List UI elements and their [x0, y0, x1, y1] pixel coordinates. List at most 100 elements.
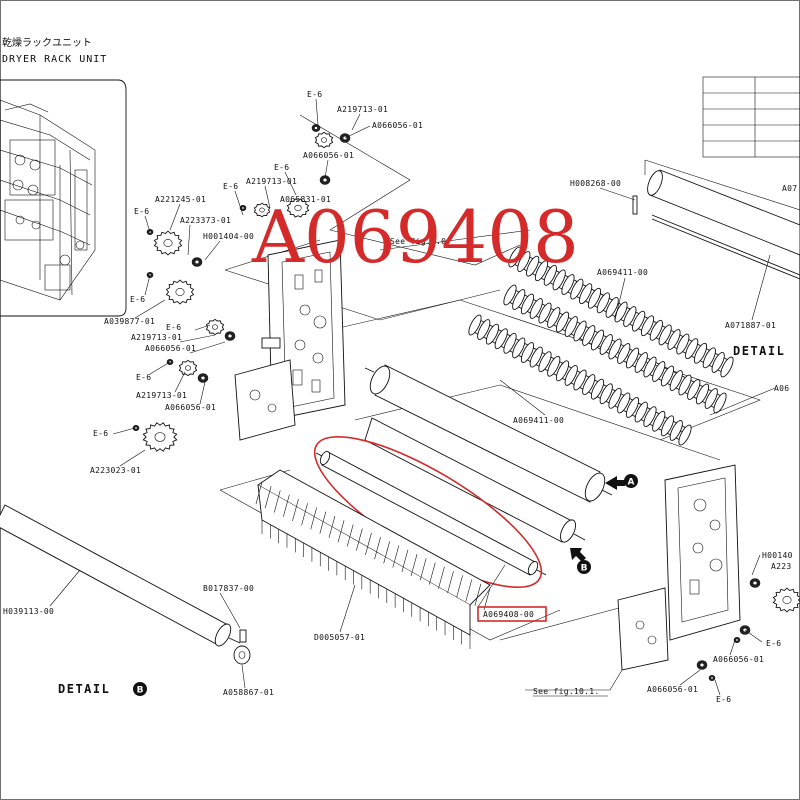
roller-disc [658, 324, 672, 346]
collar [233, 645, 251, 665]
highlighted-roller [315, 451, 547, 576]
right-side-plate [617, 464, 741, 671]
roller-disc [538, 302, 552, 324]
part-label: E-6 [716, 695, 731, 704]
left-side-plate [234, 239, 346, 441]
part-label: E-6 [766, 639, 781, 648]
roller-disc [543, 264, 557, 286]
roller-disc [590, 329, 605, 351]
part-labels: E-6 A219713-01 A066056-01 A066056-01 E-6… [3, 90, 797, 704]
detail-a-heading: DETAIL [733, 344, 784, 358]
spiked-roller-1 [508, 246, 734, 378]
part-label: A065831-01 [280, 195, 331, 204]
assembly-guide-lines [219, 114, 800, 691]
part-label: E-6 [166, 323, 181, 332]
roller-disc [555, 360, 570, 382]
gear [286, 198, 310, 218]
gear [153, 230, 183, 256]
roller-disc [678, 424, 692, 446]
gear-cluster-right [696, 578, 800, 681]
roller-disc [512, 289, 526, 310]
roller-disc [678, 374, 692, 396]
part-label: A06 [774, 384, 789, 393]
part-label: A066056-01 [303, 151, 354, 160]
roller-disc [623, 306, 637, 328]
roller-disc [587, 287, 602, 309]
roller-disc [634, 352, 648, 373]
roller-disc [579, 283, 593, 305]
roller-disc [582, 374, 596, 396]
roller-disc [640, 315, 655, 337]
gear [142, 422, 178, 452]
roller-disc [570, 278, 584, 300]
set-screw [239, 629, 247, 643]
part-label: A066056-01 [145, 344, 196, 353]
roller-disc [517, 251, 531, 273]
roller-disc [503, 284, 517, 306]
part-label: D005057-01 [314, 633, 365, 642]
roller-disc [617, 343, 631, 364]
roller-disc [582, 325, 596, 346]
gear [772, 587, 800, 613]
roller-disc [529, 298, 543, 319]
part-label: E-6 [130, 295, 145, 304]
roller-disc [652, 410, 666, 432]
roller-disc [573, 320, 587, 342]
roller-disc [667, 329, 681, 350]
part-label: A071887-01 [725, 321, 776, 330]
part-label: H001404-00 [203, 232, 254, 241]
marker-a: A [605, 474, 638, 490]
part-label: A223373-01 [180, 216, 231, 225]
roller-disc [596, 292, 610, 314]
gear [253, 202, 271, 218]
roller-disc [634, 401, 648, 423]
comb-guide [255, 469, 491, 649]
roller-disc [547, 355, 561, 377]
roller-disc [643, 406, 657, 428]
roller-disc [520, 342, 535, 363]
roller-disc [477, 319, 491, 341]
roller-disc [494, 328, 508, 350]
roller-disc [669, 419, 683, 441]
overlay-part-code: A069408 [251, 195, 579, 279]
roller-disc [564, 364, 578, 386]
long-roller-detail-b [0, 504, 251, 665]
roller-disc [512, 337, 526, 359]
svg-text:B: B [581, 564, 588, 574]
roller-disc [503, 332, 517, 354]
gear [165, 279, 195, 305]
roller-disc [704, 388, 718, 409]
spiked-roller-2 [503, 284, 727, 414]
part-label: H008268-00 [570, 179, 621, 188]
roller-disc [590, 378, 605, 400]
part-label: A066056-01 [647, 685, 698, 694]
roller-disc [564, 316, 578, 337]
revision-table [702, 76, 800, 158]
overview-machine-sketch [0, 99, 96, 301]
roller-disc [468, 314, 482, 336]
roller-disc [534, 260, 549, 282]
title-japanese: 乾燥ラックユニット [2, 36, 92, 49]
roller-disc [608, 387, 622, 409]
see-fig-top: See fig.6.0 [390, 237, 446, 246]
roller-disc [625, 347, 640, 369]
roller-disc [720, 356, 734, 378]
detail-b-heading: DETAIL B [58, 682, 147, 696]
large-plain-roller [364, 364, 613, 503]
roller-disc [555, 311, 570, 333]
part-label: A221245-01 [155, 195, 206, 204]
roller-disc [649, 319, 663, 341]
roller-disc [573, 369, 587, 391]
part-label: E-6 [134, 207, 149, 216]
roller-disc [669, 370, 683, 391]
part-label: E-6 [223, 182, 238, 191]
highlighted-part-callout: A069408-00 [477, 606, 547, 622]
roller-disc [711, 351, 725, 373]
part-label: A066056-01 [713, 655, 764, 664]
roller-disc [693, 342, 708, 364]
svg-text:B: B [137, 686, 144, 696]
part-label: A219713-01 [337, 105, 388, 114]
part-label: E-6 [274, 163, 289, 172]
roller-disc [652, 361, 666, 382]
